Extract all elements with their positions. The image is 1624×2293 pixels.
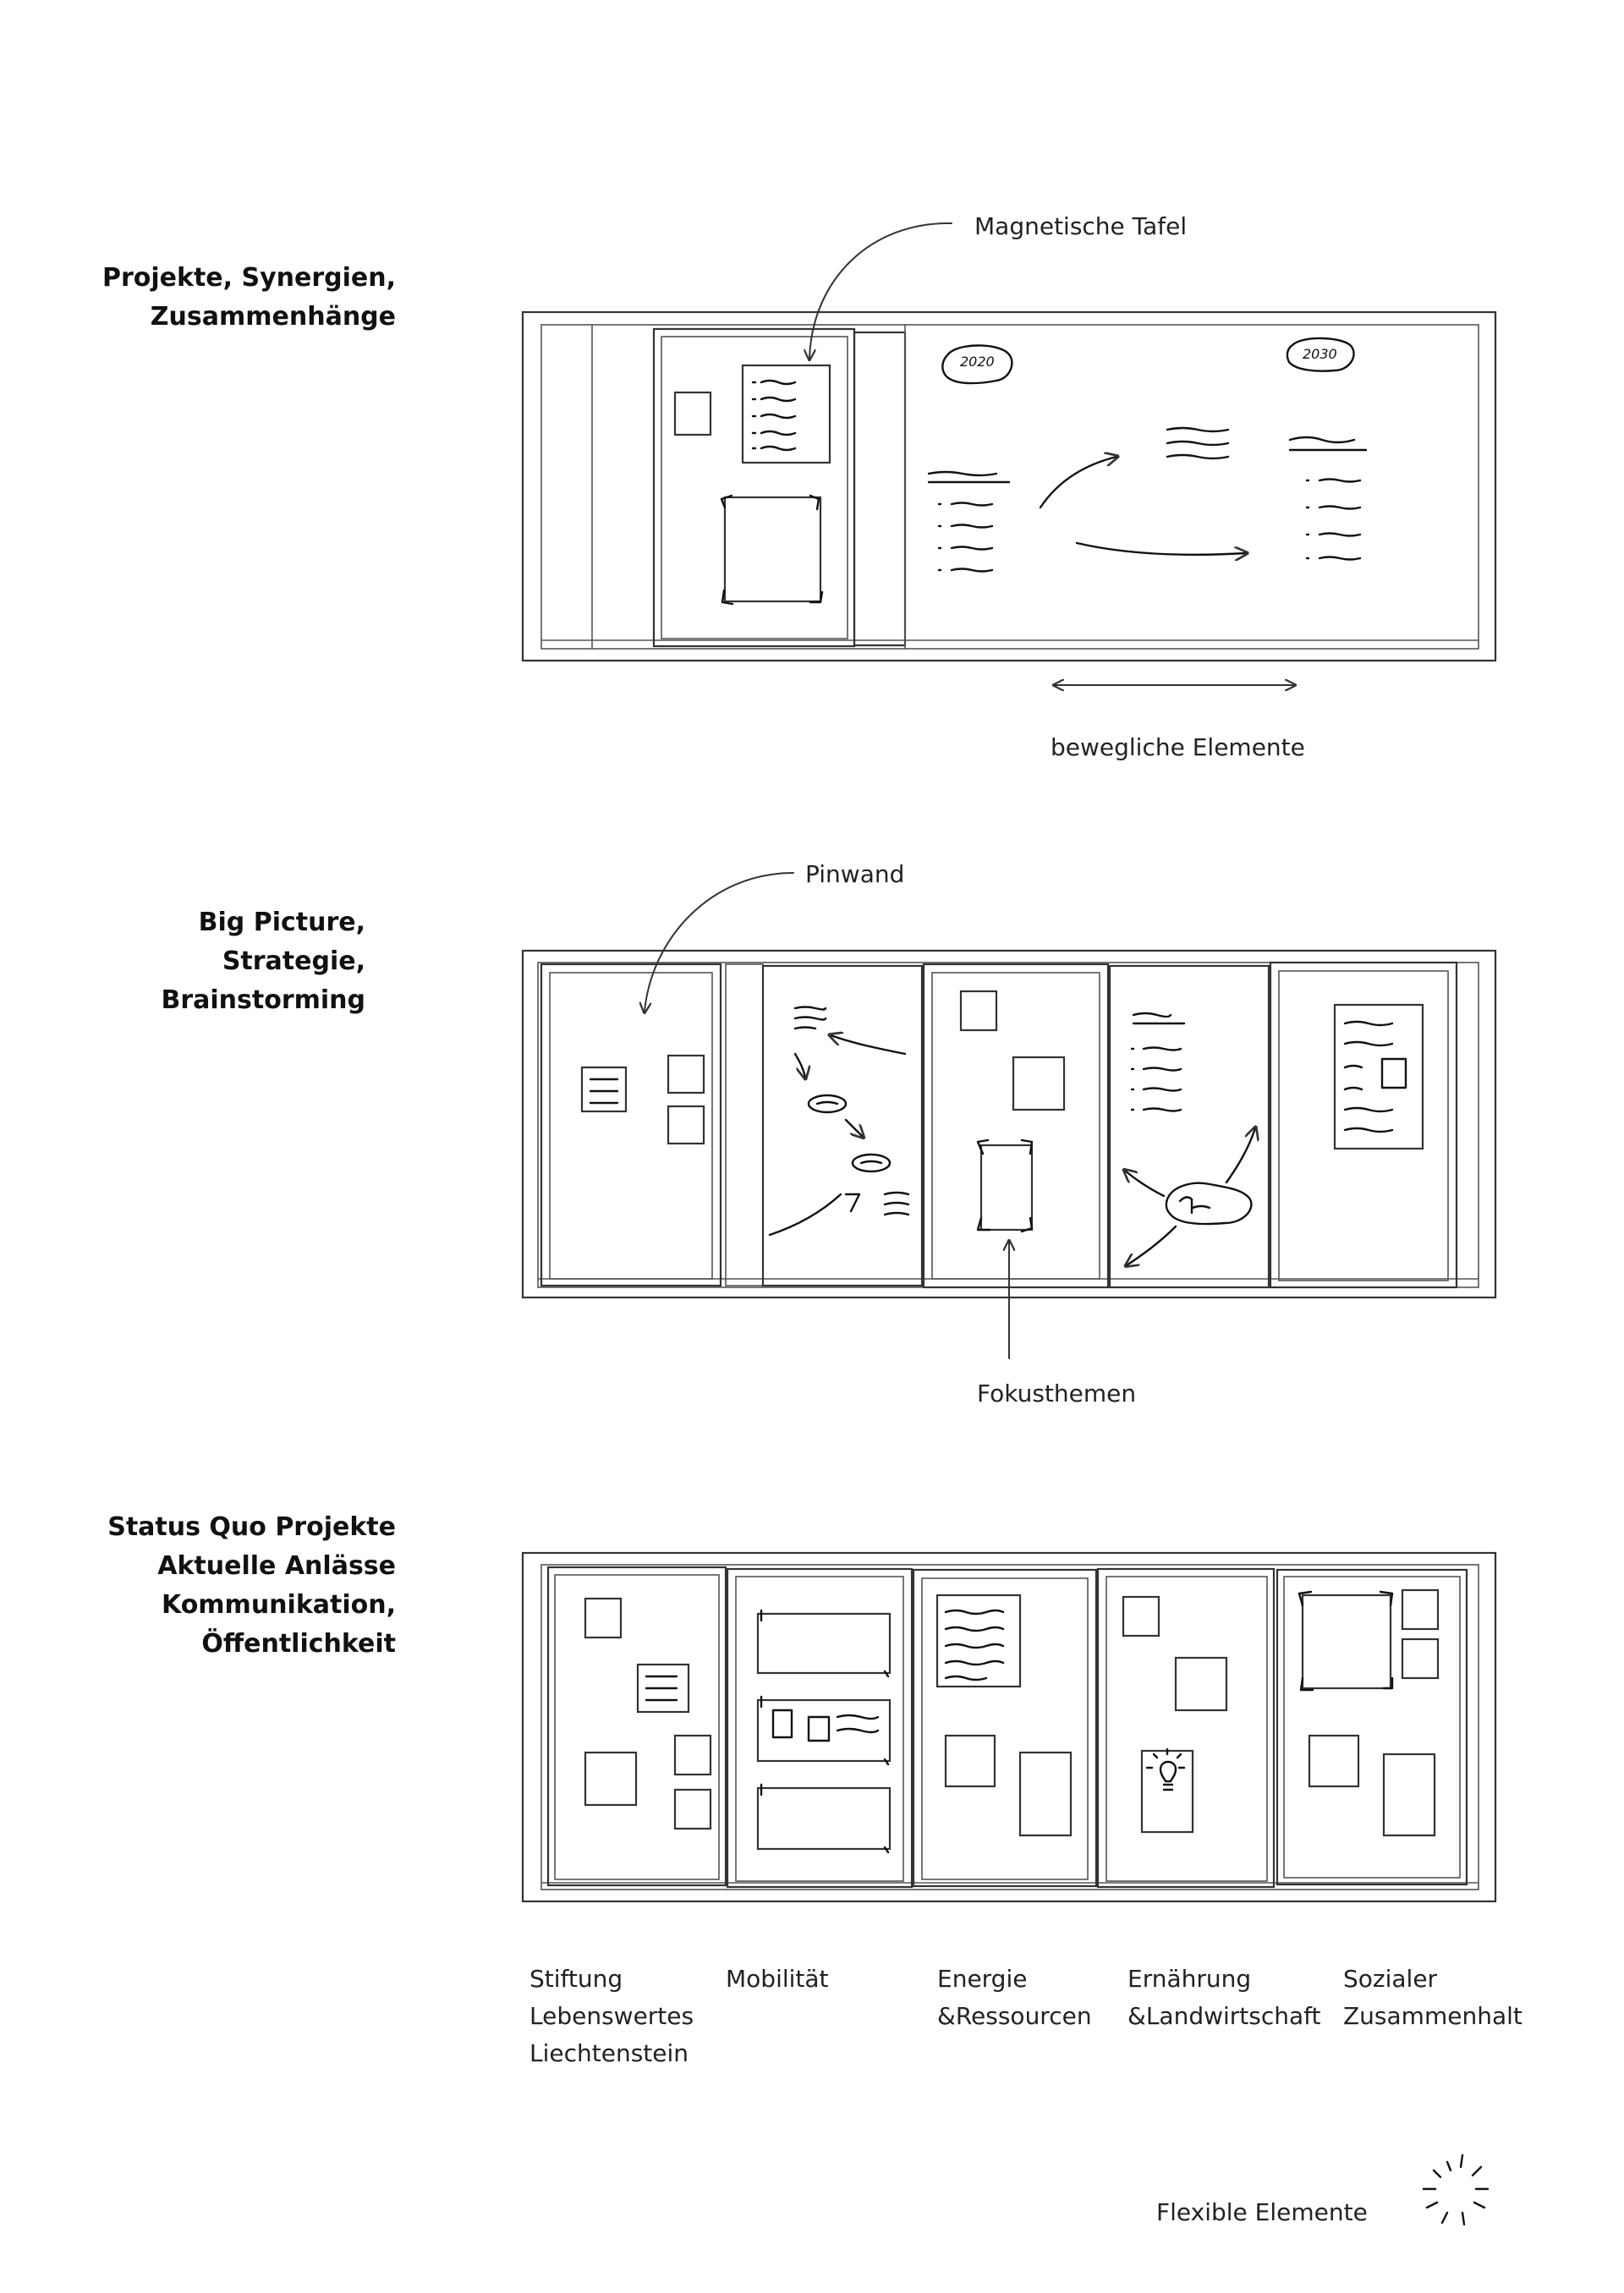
movable-panel xyxy=(922,963,1110,1289)
movable-panel xyxy=(761,964,924,1287)
panel-sozialer xyxy=(1276,1568,1468,1886)
movable-panel xyxy=(652,327,856,648)
footer-label: Flexible Elemente xyxy=(1156,2198,1368,2226)
callout-arrow xyxy=(645,872,794,1012)
movable-panel xyxy=(853,331,907,647)
section-3-heading: Status Quo Projekte Aktuelle Anlässe Kom… xyxy=(107,1508,396,1664)
bubble-2020: 2020 xyxy=(960,354,995,370)
bubble-2030: 2030 xyxy=(1303,346,1337,362)
heading-line: Strategie, xyxy=(222,946,365,976)
panel-label-energie: Energie &Ressourcen xyxy=(937,1965,1092,2030)
board-3 xyxy=(521,1551,1497,1903)
heading-line: Aktuelle Anlässe xyxy=(157,1551,396,1581)
section-1-heading: Projekte, Synergien, Zusammenhänge xyxy=(102,259,396,337)
panel-label-mobilitaet: Mobilität xyxy=(726,1965,829,1993)
board-2 xyxy=(521,949,1497,1299)
heading-line: Kommunikation, xyxy=(161,1590,396,1620)
sparkle-icon xyxy=(1422,2153,1490,2226)
label-pinwand: Pinwand xyxy=(805,860,905,888)
label-fokusthemen: Fokusthemen xyxy=(977,1380,1137,1407)
panel-energie xyxy=(912,1568,1098,1888)
heading-line: Projekte, Synergien, xyxy=(102,263,396,293)
label-bewegliche-elemente: bewegliche Elemente xyxy=(1051,733,1305,761)
panel-label-sozialer: Sozialer Zusammenhalt xyxy=(1343,1965,1522,2030)
callout-arrow xyxy=(809,222,952,359)
heading-line: Öffentlichkeit xyxy=(201,1629,396,1659)
heading-line: Brainstorming xyxy=(161,985,365,1015)
movable-panel xyxy=(1269,961,1458,1289)
heading-line: Zusammenhänge xyxy=(150,302,396,332)
panel-ernaehrung xyxy=(1096,1567,1276,1889)
panel-label-stiftung: Stiftung Lebenswertes Liechtenstein xyxy=(529,1965,694,2067)
heading-line: Big Picture, xyxy=(198,908,365,937)
panel-mobilitaet xyxy=(726,1567,914,1889)
panel-label-ernaehrung: Ernährung &Landwirtschaft xyxy=(1127,1965,1321,2030)
movable-panel xyxy=(540,963,722,1287)
movable-panel xyxy=(1108,964,1270,1289)
panel-stiftung xyxy=(546,1566,727,1887)
label-magnetische-tafel: Magnetische Tafel xyxy=(974,212,1188,240)
board-1: 2020 2030 xyxy=(521,310,1497,662)
heading-line: Status Quo Projekte xyxy=(107,1512,396,1542)
section-2-heading: Big Picture, Strategie, Brainstorming xyxy=(161,903,365,1020)
